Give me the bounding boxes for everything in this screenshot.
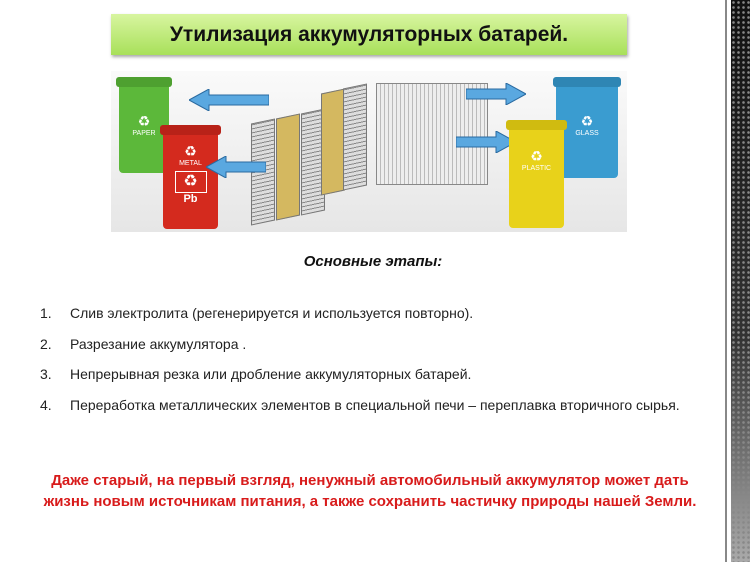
decorative-side-strip [731,0,750,562]
battery-diagram [376,83,488,185]
metal-bin: ♻ METAL ♻ Pb [160,125,221,229]
slide-title: Утилизация аккумуляторных батарей. [111,14,627,55]
glass-bin: ♻ GLASS [553,77,621,178]
list-item: 4.Переработка металлических элементов в … [40,396,680,413]
arrow-icon [206,156,266,178]
list-item: 1.Слив электролита (регенерируется и исп… [40,305,474,321]
arrow-icon [466,83,526,105]
arrow-icon [189,89,269,111]
list-item: 2.Разрезание аккумулятора . [40,335,247,352]
recycle-icon: ♻ [137,113,151,129]
recycle-icon: ♻ [530,148,543,164]
plastic-bin: ♻ PLASTIC [506,120,567,228]
recycle-icon: ♻ [580,113,594,129]
list-item: 3.Непрерывная резка или дробление аккуму… [40,366,472,382]
recycle-icon: ♻ [174,171,207,193]
conclusion-note: Даже старый, на первый взгляд, ненужный … [43,472,697,510]
arrow-icon [456,131,516,153]
divider [725,0,727,562]
stages-heading: Основные этапы: [303,253,443,270]
recycle-icon: ♻ [184,143,197,159]
recycling-illustration: ♻ PAPER ♻ METAL ♻ Pb ♻ GLASS ♻ PLASTIC [111,71,627,232]
stages-list: 1.Слив электролита (регенерируется и исп… [40,298,700,420]
